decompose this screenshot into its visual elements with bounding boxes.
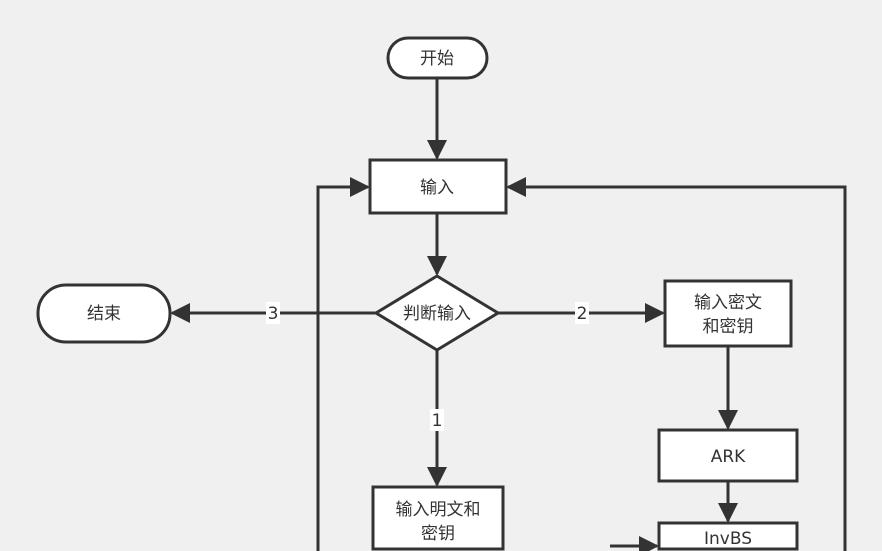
svg-text:开始: 开始: [420, 49, 454, 69]
node-cipher-input: 输入密文 和密钥: [663, 279, 793, 348]
svg-text:ARK: ARK: [711, 447, 746, 467]
svg-text:密钥: 密钥: [421, 524, 455, 544]
svg-text:输入密文: 输入密文: [694, 293, 762, 313]
edge-label-2: 2: [577, 304, 588, 324]
svg-text:结束: 结束: [87, 304, 121, 324]
edge-label-1: 1: [432, 411, 443, 431]
edge-left-loop: [316, 177, 370, 551]
svg-text:输入明文和: 输入明文和: [396, 500, 481, 520]
node-decision: 判断输入: [373, 274, 501, 352]
svg-text:InvBS: InvBS: [704, 529, 752, 549]
edge-right-loop: [506, 177, 847, 551]
node-plain-input: 输入明文和 密钥: [371, 485, 505, 551]
node-ark: ARK: [657, 428, 799, 483]
svg-text:和密钥: 和密钥: [703, 317, 754, 337]
node-start: 开始: [386, 36, 489, 80]
svg-text:输入: 输入: [420, 178, 454, 198]
node-input: 输入: [368, 158, 508, 215]
svg-text:判断输入: 判断输入: [403, 304, 471, 324]
node-end: 结束: [36, 283, 172, 344]
node-invbs: InvBS: [657, 521, 799, 551]
edge-label-3: 3: [268, 304, 279, 324]
